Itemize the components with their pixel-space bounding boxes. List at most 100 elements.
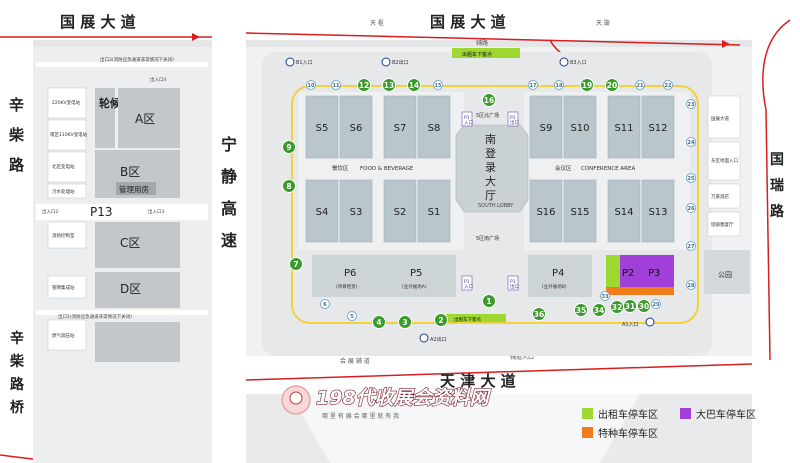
- hall-s9: [529, 95, 563, 159]
- legend-bus-label: 大巴车停车区: [696, 408, 756, 421]
- marker-17: [528, 80, 538, 90]
- legend-special-swatch: [582, 427, 593, 438]
- marker-19: [580, 78, 594, 92]
- top-road: [0, 0, 800, 40]
- svg-text:录: 录: [485, 161, 496, 174]
- south-plaza-label: 5区南广场: [476, 235, 499, 242]
- pedestrian-loop: [291, 85, 699, 324]
- box-gas: [47, 319, 87, 351]
- zone-d: [95, 272, 180, 308]
- p1-marker-sw: [461, 275, 473, 291]
- hall-label-s9: S9: [540, 123, 553, 134]
- gate-b3-label: B3入口: [570, 60, 587, 66]
- marker-13: [382, 78, 396, 92]
- park-label: 公园: [718, 271, 732, 279]
- marker-23: [686, 99, 696, 109]
- hall-s13: [641, 179, 675, 243]
- svg-text:大: 大: [485, 174, 496, 188]
- svg-text:P1: P1: [510, 115, 516, 121]
- top-taxi-dropoff-label: 出租车下客点: [462, 51, 492, 58]
- marker-6: [320, 299, 330, 309]
- hall-label-s14: S14: [614, 207, 633, 218]
- gate-a2-icon: [419, 333, 429, 343]
- hall-label-s4: S4: [316, 207, 329, 218]
- p6-label: P6: [344, 268, 356, 279]
- marker-label-7: 7: [293, 260, 298, 269]
- hall-s15: [563, 179, 597, 243]
- hall-s3: [339, 179, 373, 243]
- hall-s16: [529, 179, 563, 243]
- marker-8: [282, 179, 296, 193]
- marker-20: [605, 78, 619, 92]
- marker-33: [600, 291, 610, 301]
- marker-label-25: 25: [688, 176, 695, 182]
- north-plaza-label: 5区北广场: [476, 112, 499, 119]
- box-110kv: [47, 119, 87, 151]
- p5-sub: (业外展场A): [402, 283, 427, 290]
- svg-text:P1: P1: [464, 115, 470, 121]
- marker-label-15: 15: [435, 83, 442, 89]
- box-fire: [47, 221, 87, 249]
- p4-sub: (业外展场B): [542, 283, 567, 290]
- center-highway-road: [212, 0, 246, 463]
- admin-building: [116, 182, 156, 195]
- svg-text:消防控制室: 消防控制室: [52, 232, 75, 239]
- right-box-4: [707, 211, 741, 237]
- hall-s4: [305, 179, 339, 243]
- marker-label-13: 13: [384, 81, 394, 90]
- svg-text:污水处理站: 污水处理站: [52, 188, 75, 195]
- zone-a: [118, 88, 180, 148]
- svg-text:入口: 入口: [464, 284, 473, 290]
- p1-marker-ne: [507, 111, 519, 127]
- zone-a-label: A区: [135, 112, 155, 126]
- svg-text:路: 路: [10, 376, 25, 393]
- svg-text:入口: 入口: [464, 120, 473, 126]
- marker-label-33: 33: [602, 294, 609, 300]
- bottom-taxi-dropoff-label: 出租车下客点: [454, 316, 481, 323]
- conf-area-en: CONFERENCE AREA: [581, 166, 635, 172]
- hall-s7: [383, 95, 417, 159]
- marker-label-18: 18: [556, 83, 563, 89]
- marker-21: [635, 80, 645, 90]
- svg-text:路: 路: [9, 156, 25, 174]
- p2-label: P2: [622, 268, 634, 279]
- marker-15: [433, 80, 443, 90]
- svg-text:国展大道: 国展大道: [711, 115, 729, 122]
- road-label-left: 辛 柴 路: [8, 96, 25, 174]
- gate-b1-icon: [285, 57, 295, 67]
- food-area-en: FOOD & BEVERAGE: [360, 166, 414, 172]
- marker-label-26: 26: [688, 206, 695, 212]
- marker-label-17: 17: [530, 83, 537, 89]
- watermark-title: 198代收展会资料网: [316, 387, 492, 409]
- road-label-highway: 宁 静 高 速: [221, 135, 237, 250]
- bottom-road: [246, 356, 752, 394]
- marker-label-1: 1: [486, 297, 491, 306]
- svg-text:瑞: 瑞: [770, 177, 784, 194]
- marker-label-36: 36: [534, 310, 544, 319]
- marker-34: [592, 303, 606, 317]
- marker-16: [482, 93, 496, 107]
- marker-12: [357, 78, 371, 92]
- marker-label-30: 30: [639, 302, 649, 311]
- legend-taxi-swatch: [582, 408, 593, 419]
- marker-label-35: 35: [576, 306, 586, 315]
- road-label-right: 国 瑞 路: [770, 152, 785, 220]
- legend-special-label: 特种车停车区: [598, 427, 658, 440]
- p1-marker-se: [507, 275, 519, 291]
- marker-24: [686, 137, 696, 147]
- marker-14: [407, 78, 421, 92]
- gate-a2-label: A2出口: [430, 336, 447, 343]
- svg-text:桥: 桥: [10, 399, 25, 416]
- road-label-top: 国 展 大 道: [430, 13, 506, 31]
- hall-s5: [305, 95, 339, 159]
- svg-text:北区变电站: 北区变电站: [52, 163, 75, 170]
- svg-text:220KV变电站: 220KV变电站: [52, 99, 81, 106]
- hall-label-s10: S10: [570, 123, 589, 134]
- right-box-3: [707, 183, 741, 209]
- road-label-left-bridge: 辛 柴 路 桥: [9, 330, 25, 416]
- box-220kv: [47, 87, 87, 119]
- hall-label-s8: S8: [428, 123, 441, 134]
